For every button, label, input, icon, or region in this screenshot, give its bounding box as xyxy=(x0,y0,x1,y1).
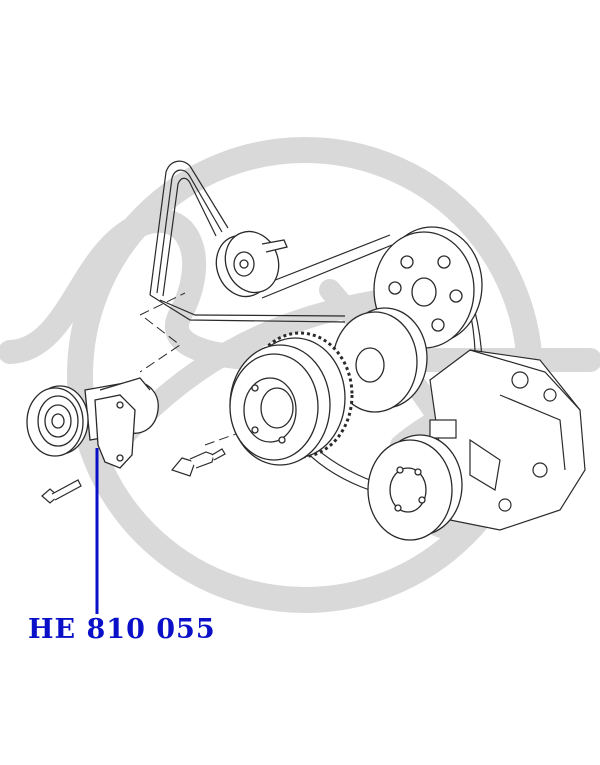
part-number-label: HE 810 055 xyxy=(28,614,216,645)
belt-tensioner-pulley xyxy=(26,377,159,469)
ac-compressor xyxy=(429,349,586,531)
idler-pulley xyxy=(215,230,288,298)
compressor-clutch-pulley xyxy=(367,434,463,541)
alternator-pulley xyxy=(332,307,428,413)
mounting-bolt xyxy=(41,448,226,504)
crankshaft-pulley xyxy=(229,331,354,466)
